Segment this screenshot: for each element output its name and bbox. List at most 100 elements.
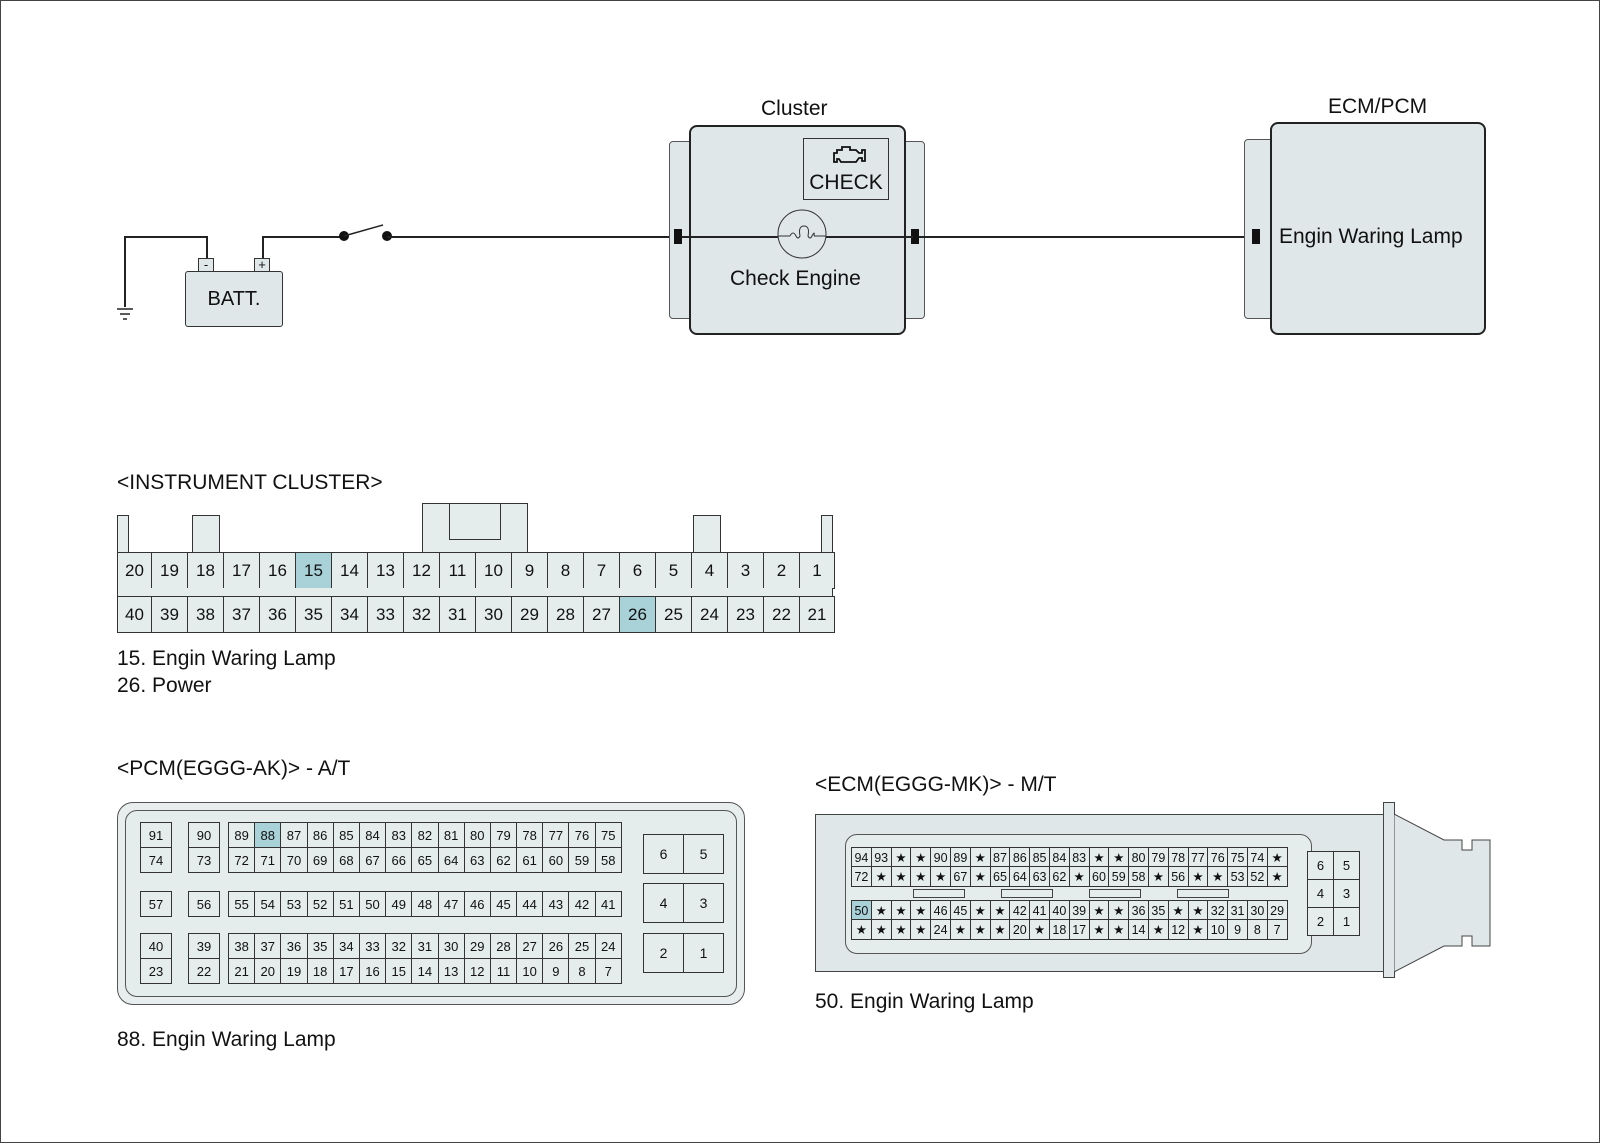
pin-cell: 47 — [437, 891, 465, 917]
cluster-note-2: 26. Power — [117, 674, 212, 697]
pin-cell: 41 — [1029, 900, 1050, 921]
pin-cell: 5 — [683, 834, 724, 874]
pin-cell: 45 — [949, 900, 971, 921]
pin-cell: 19 — [280, 958, 308, 984]
pin-cell: 39 — [188, 933, 220, 959]
pin-cell: 35 — [306, 933, 334, 959]
pin-cell: 86 — [1009, 847, 1031, 868]
star-icon: ★ — [1108, 900, 1130, 921]
pin-cell: 4 — [1307, 879, 1334, 908]
pin-cell: 54 — [254, 891, 282, 917]
pin-cell: 7 — [584, 552, 620, 589]
pin-cell: 18 — [1048, 919, 1070, 940]
pin-cell: 39 — [152, 596, 188, 633]
pin-cell: 26 — [542, 933, 570, 959]
pin-cell: 21 — [228, 958, 256, 984]
pin-cell: 15 — [385, 958, 413, 984]
pin-cell: 88 — [254, 822, 282, 848]
star-icon: ★ — [890, 847, 912, 868]
star-icon: ★ — [1207, 866, 1229, 887]
pin-cell: 63 — [1029, 866, 1050, 887]
pin-cell: 53 — [280, 891, 308, 917]
pin-cell: 9 — [1227, 919, 1248, 940]
pin-cell: 13 — [437, 958, 465, 984]
pin-cell: 52 — [306, 891, 334, 917]
pin-cell: 75 — [1227, 847, 1248, 868]
star-icon: ★ — [870, 900, 892, 921]
ecm-title: ECM/PCM — [1328, 95, 1428, 118]
pin-cell: 1 — [1333, 907, 1360, 936]
pin-cell: 3 — [728, 552, 764, 589]
pin-cell: 38 — [188, 596, 224, 633]
pin-cell: 25 — [656, 596, 692, 633]
star-icon: ★ — [890, 919, 912, 940]
pin-cell: 83 — [1068, 847, 1090, 868]
pin-cell: 22 — [188, 958, 220, 984]
pin-cell: 4 — [692, 552, 728, 589]
pin-cell: 23 — [728, 596, 764, 633]
connector-latch-notch — [449, 504, 501, 540]
pin-cell: 89 — [228, 822, 256, 848]
pin-cell: 43 — [542, 891, 570, 917]
pin-cell: 31 — [440, 596, 476, 633]
cluster-title: Cluster — [761, 97, 828, 120]
star-icon: ★ — [1088, 847, 1110, 868]
pin-cell: 87 — [280, 822, 308, 848]
pin-cell: 49 — [385, 891, 413, 917]
pin-cell: 41 — [594, 891, 622, 917]
pin-cell: 9 — [542, 958, 570, 984]
pin-cell: 27 — [584, 596, 620, 633]
ecm-key-slot — [1177, 889, 1229, 898]
battery-plus-wire — [262, 236, 264, 258]
ecm-connector-plug — [1394, 814, 1491, 972]
pin-cell: 1 — [800, 552, 835, 589]
star-icon: ★ — [1266, 847, 1288, 868]
pin-cell: 18 — [188, 552, 224, 589]
star-icon: ★ — [851, 919, 872, 940]
pin-cell: 68 — [332, 847, 360, 873]
ecm-box — [1270, 122, 1486, 335]
pin-cell: 42 — [568, 891, 596, 917]
star-icon: ★ — [1187, 900, 1209, 921]
pin-cell: 87 — [989, 847, 1011, 868]
pin-cell: 82 — [411, 822, 439, 848]
pin-cell: 93 — [870, 847, 892, 868]
pin-cell: 31 — [1227, 900, 1248, 921]
pin-cell: 84 — [358, 822, 387, 848]
pin-cell: 32 — [1207, 900, 1229, 921]
pin-cell: 91 — [140, 822, 172, 848]
pin-cell: 79 — [1147, 847, 1169, 868]
star-icon: ★ — [890, 900, 912, 921]
pin-cell: 21 — [800, 596, 835, 633]
pin-cell: 32 — [404, 596, 440, 633]
connector-tab — [693, 515, 721, 553]
pin-cell: 29 — [463, 933, 491, 959]
pin-cell: 11 — [440, 552, 476, 589]
pin-cell: 59 — [568, 847, 596, 873]
pin-cell: 65 — [989, 866, 1011, 887]
pin-cell: 44 — [516, 891, 544, 917]
pin-cell: 33 — [358, 933, 387, 959]
battery-to-switch-wire — [262, 236, 344, 238]
pin-cell: 20 — [1009, 919, 1031, 940]
pin-cell: 34 — [332, 596, 368, 633]
pcm-note: 88. Engin Waring Lamp — [117, 1028, 336, 1051]
pin-cell: 37 — [254, 933, 282, 959]
pin-cell: 46 — [463, 891, 491, 917]
pin-cell: 6 — [620, 552, 656, 589]
pin-cell: 18 — [306, 958, 334, 984]
pin-cell: 69 — [306, 847, 334, 873]
star-icon: ★ — [969, 919, 991, 940]
ground-wire-vertical — [124, 236, 126, 307]
pin-cell: 20 — [117, 552, 152, 589]
battery-plus-terminal: + — [254, 258, 270, 272]
pin-cell: 32 — [385, 933, 413, 959]
pin-cell: 46 — [930, 900, 951, 921]
pin-cell: 6 — [643, 834, 684, 874]
